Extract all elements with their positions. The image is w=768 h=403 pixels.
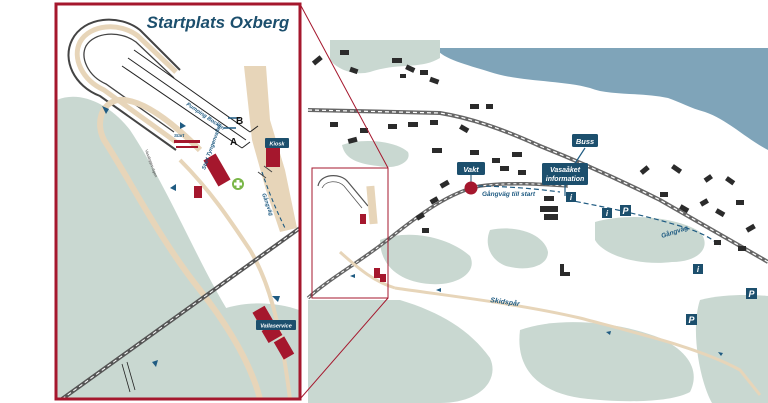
forest-5 [308,300,493,403]
svg-text:i: i [697,265,700,274]
vallaservice-marker: Vallaservice [256,320,296,330]
buildings [311,50,756,276]
mini-start-area [311,167,389,299]
buss-marker: Buss [572,134,598,147]
info-icon: i [602,208,612,218]
inset-map: Startplats Oxberg Pumping Bocken B A Sta… [54,2,302,401]
skidspar-label: Skidspår [490,296,522,308]
kiosk-marker: Kiosk [265,138,289,148]
svg-text:P: P [688,315,695,325]
inset-loop-outer [67,18,181,151]
forest-8 [487,228,548,269]
first-aid-icon [232,178,244,190]
ski-track [394,286,762,396]
svg-text:i: i [570,193,573,202]
map-title: Startplats Oxberg [147,13,290,32]
forest-7 [695,295,768,403]
parking-icon: P [686,314,697,325]
inset-main-road [60,226,299,398]
inset-frame [54,2,302,401]
inset-direction-arrows [102,106,280,367]
inset-loop-inner [97,96,263,398]
direction-arrows [350,274,723,356]
vakt-marker: Vakt [457,162,485,195]
vasaaket-label-1: Vasaåket [550,166,581,174]
svg-text:P: P [622,206,629,216]
info-icon: i [693,264,703,274]
overview-map: Vakt Gångväg till start Buss Vasaåket in… [299,3,768,403]
lake [435,48,768,150]
start-label: Start [174,133,185,138]
svg-text:P: P [748,289,755,299]
info-icon: i [566,192,576,202]
forest-areas [308,40,768,403]
kiosk-label: Kiosk [270,142,286,148]
lane-b-label: B [236,116,243,127]
walkway [567,199,721,247]
vakt-label: Vakt [463,165,479,174]
parking-icon: P [620,205,631,216]
inset-forest-1 [57,96,299,398]
forest-3 [595,217,705,263]
lane-a-label: A [230,137,237,148]
forest-6 [519,322,694,402]
vallaservice-label: Vallaservice [260,324,292,330]
buss-label: Buss [576,137,594,146]
vasaaket-label-2: information [546,176,585,183]
svg-text:i: i [606,209,609,218]
parking-icon: P [746,288,757,299]
forest-1 [330,40,440,74]
forest-4 [380,234,472,285]
vasaaket-info-marker: Vasaåket information [542,163,588,185]
forest-2 [342,140,409,168]
inset-walkway [261,171,287,231]
walk-to-start-label: Gångväg till start [482,190,536,198]
